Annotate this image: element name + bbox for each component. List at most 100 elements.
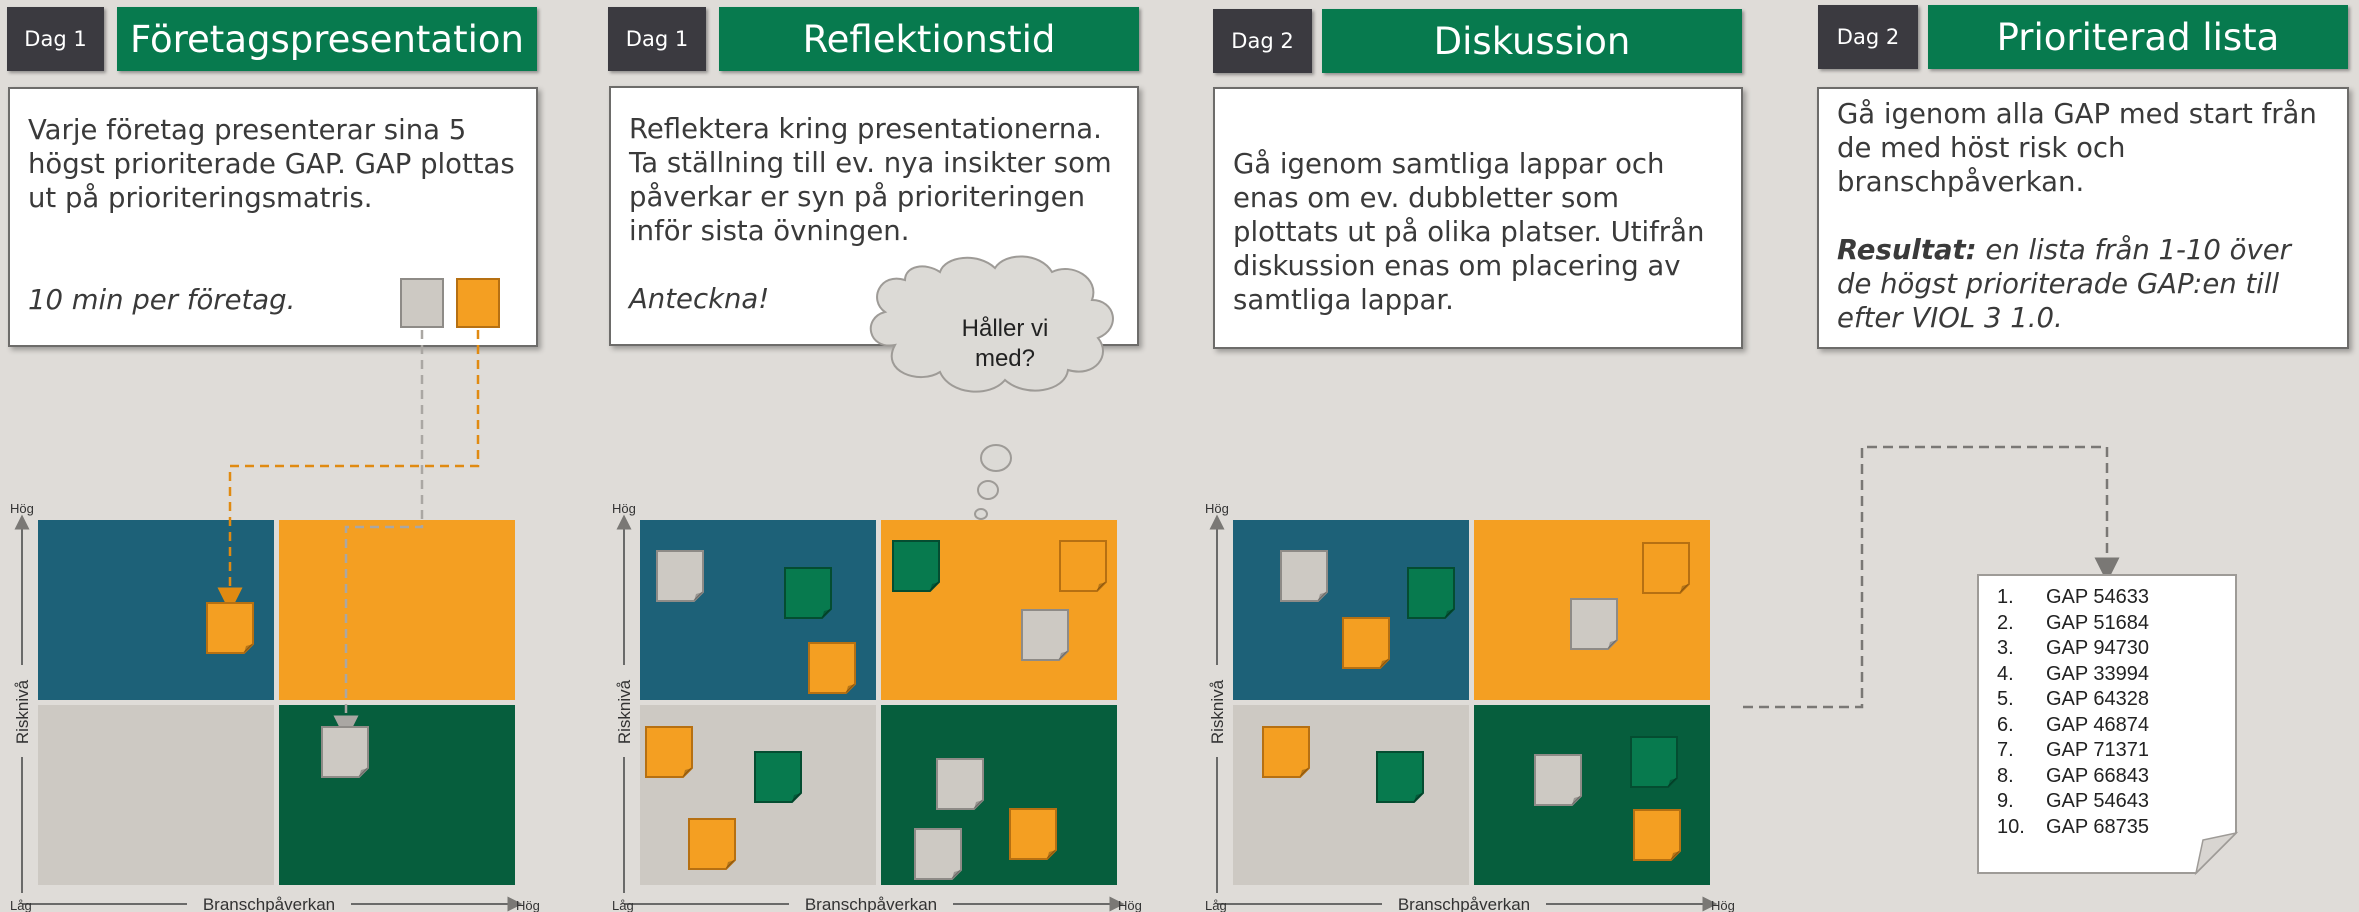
thought-bubble-text: Håller vi med? (961, 315, 1049, 372)
step-card-4: Gå igenom alla GAP med start från de med… (1817, 87, 2349, 349)
step-note-1: 10 min per företag. (28, 284, 296, 316)
y-axis-high-label: Hög (612, 501, 636, 516)
sticky-note (656, 550, 704, 602)
result-text: en lista från 1-10 över de högst priorit… (1837, 234, 2291, 334)
sticky-note-fold (1608, 640, 1617, 649)
sticky-note-fold (1047, 850, 1056, 859)
priority-list-gap: GAP 54643 (2046, 790, 2150, 812)
sticky-note (1009, 808, 1057, 860)
priority-list-number: 2. (1997, 611, 2014, 634)
sticky-note (1342, 617, 1390, 669)
priority-list-gap: GAP 66843 (2046, 764, 2150, 787)
priority-list-item: 5.GAP 64328 (1997, 687, 2149, 713)
priority-list-gap: GAP 46874 (2046, 713, 2150, 736)
quadrant-bottom-right (279, 705, 515, 885)
priority-list-gap: GAP 68735 (2046, 815, 2150, 838)
sticky-note-fold (974, 800, 983, 809)
step-result-4: Resultat: en lista från 1-10 över de hög… (1837, 233, 2329, 335)
x-axis-low-label: Låg (612, 898, 634, 912)
priority-list-gap: GAP 54633 (2046, 586, 2150, 608)
step-body-3: Gå igenom samtliga lappar och enas om ev… (1233, 148, 1705, 316)
sticky-note (754, 751, 802, 803)
result-label: Resultat: (1837, 234, 1977, 266)
sticky-note (206, 602, 254, 654)
priority-list-item: 8. GAP 66843 (1997, 764, 2149, 790)
x-axis-low-label: Låg (1205, 898, 1227, 912)
day-tag-4: Dag 2 (1818, 5, 1918, 69)
x-axis-label: Branschpåverkan (1398, 895, 1530, 912)
quadrant-bottom-left (38, 705, 274, 885)
sticky-note (688, 818, 736, 870)
x-axis-label: Branschpåverkan (203, 895, 335, 912)
day-tag-1: Dag 1 (7, 7, 104, 71)
sticky-note (784, 567, 832, 619)
step-note-2: Anteckna! (629, 283, 770, 315)
priority-list-gap: GAP 51684 (2046, 611, 2150, 634)
y-axis-high-label: Hög (10, 501, 34, 516)
sticky-note-fold (1668, 778, 1677, 787)
sticky-note-fold (846, 684, 855, 693)
priority-list-number: 9. (1997, 790, 2014, 812)
sticky-note-fold (359, 768, 368, 777)
sticky-note (321, 726, 369, 778)
sticky-note (892, 540, 940, 592)
sticky-note (645, 726, 693, 778)
sticky-note (1570, 598, 1618, 650)
y-axis-label: Risknivå (615, 679, 634, 744)
sticky-note-fold (694, 592, 703, 601)
sticky-note (808, 642, 856, 694)
sticky-note (914, 828, 962, 880)
priority-matrix-1 (38, 520, 515, 885)
sticky-note-fold (726, 860, 735, 869)
quadrant-top-right (279, 520, 515, 700)
sticky-note-fold (1300, 768, 1309, 777)
priority-list-gap: GAP 64328 (2046, 688, 2150, 710)
y-axis-label: Risknivå (1208, 679, 1227, 744)
x-axis-label: Branschpåverkan (805, 895, 937, 912)
priority-list-item: 2. GAP 51684 (1997, 611, 2149, 637)
priority-list-gap: GAP 33994 (2046, 662, 2150, 685)
priority-list-number: 7. (1997, 739, 2014, 761)
sticky-note-fold (930, 582, 939, 591)
y-axis-label: Risknivå (13, 679, 32, 744)
sticky-note-orange (456, 278, 500, 328)
priority-list-item: 6. GAP 46874 (1997, 713, 2149, 739)
y-axis-high-label: Hög (1205, 501, 1229, 516)
priority-list-gap: GAP 71371 (2046, 739, 2150, 761)
x-axis-high-label: Hög (1118, 898, 1142, 912)
step-body-1: Varje företag presenterar sina 5 högst p… (28, 114, 515, 214)
sticky-note (1059, 540, 1107, 592)
priority-list-number: 8. (1997, 764, 2014, 787)
sticky-note-fold (1380, 659, 1389, 668)
step-card-1: Varje företag presenterar sina 5 högst p… (8, 87, 538, 347)
priority-list-item: 3.GAP 94730 (1997, 636, 2149, 662)
sticky-note (1262, 726, 1310, 778)
sticky-note (1630, 736, 1678, 788)
sticky-note-fold (683, 768, 692, 777)
sticky-note-fold (1059, 651, 1068, 660)
priority-list-number: 1. (1997, 586, 2014, 608)
sticky-note-fold (1318, 592, 1327, 601)
x-axis-low-label: Låg (10, 898, 32, 912)
sticky-note (1642, 542, 1690, 594)
step-title-2: Reflektionstid (719, 7, 1139, 71)
sticky-note-fold (1097, 582, 1106, 591)
sticky-note (1633, 809, 1681, 861)
sticky-note (1407, 567, 1455, 619)
step-title-1: Företagspresentation (117, 7, 537, 71)
step-card-2: Reflektera kring presentationerna. Ta st… (609, 86, 1139, 346)
step-body-2: Reflektera kring presentationerna. Ta st… (629, 113, 1112, 247)
day-tag-2: Dag 1 (608, 7, 706, 71)
sticky-note (1280, 550, 1328, 602)
sticky-note-fold (822, 609, 831, 618)
sticky-note-gray (400, 278, 444, 328)
sticky-note-fold (1680, 584, 1689, 593)
priority-list-item: 9. GAP 54643 (1997, 789, 2149, 815)
sticky-note-fold (1572, 796, 1581, 805)
sticky-note-fold (1414, 793, 1423, 802)
priority-list-item: 10.GAP 68735 (1997, 815, 2149, 841)
sticky-note (1021, 609, 1069, 661)
step-body-4: Gå igenom alla GAP med start från de med… (1837, 98, 2317, 198)
priority-list-number: 6. (1997, 713, 2014, 736)
